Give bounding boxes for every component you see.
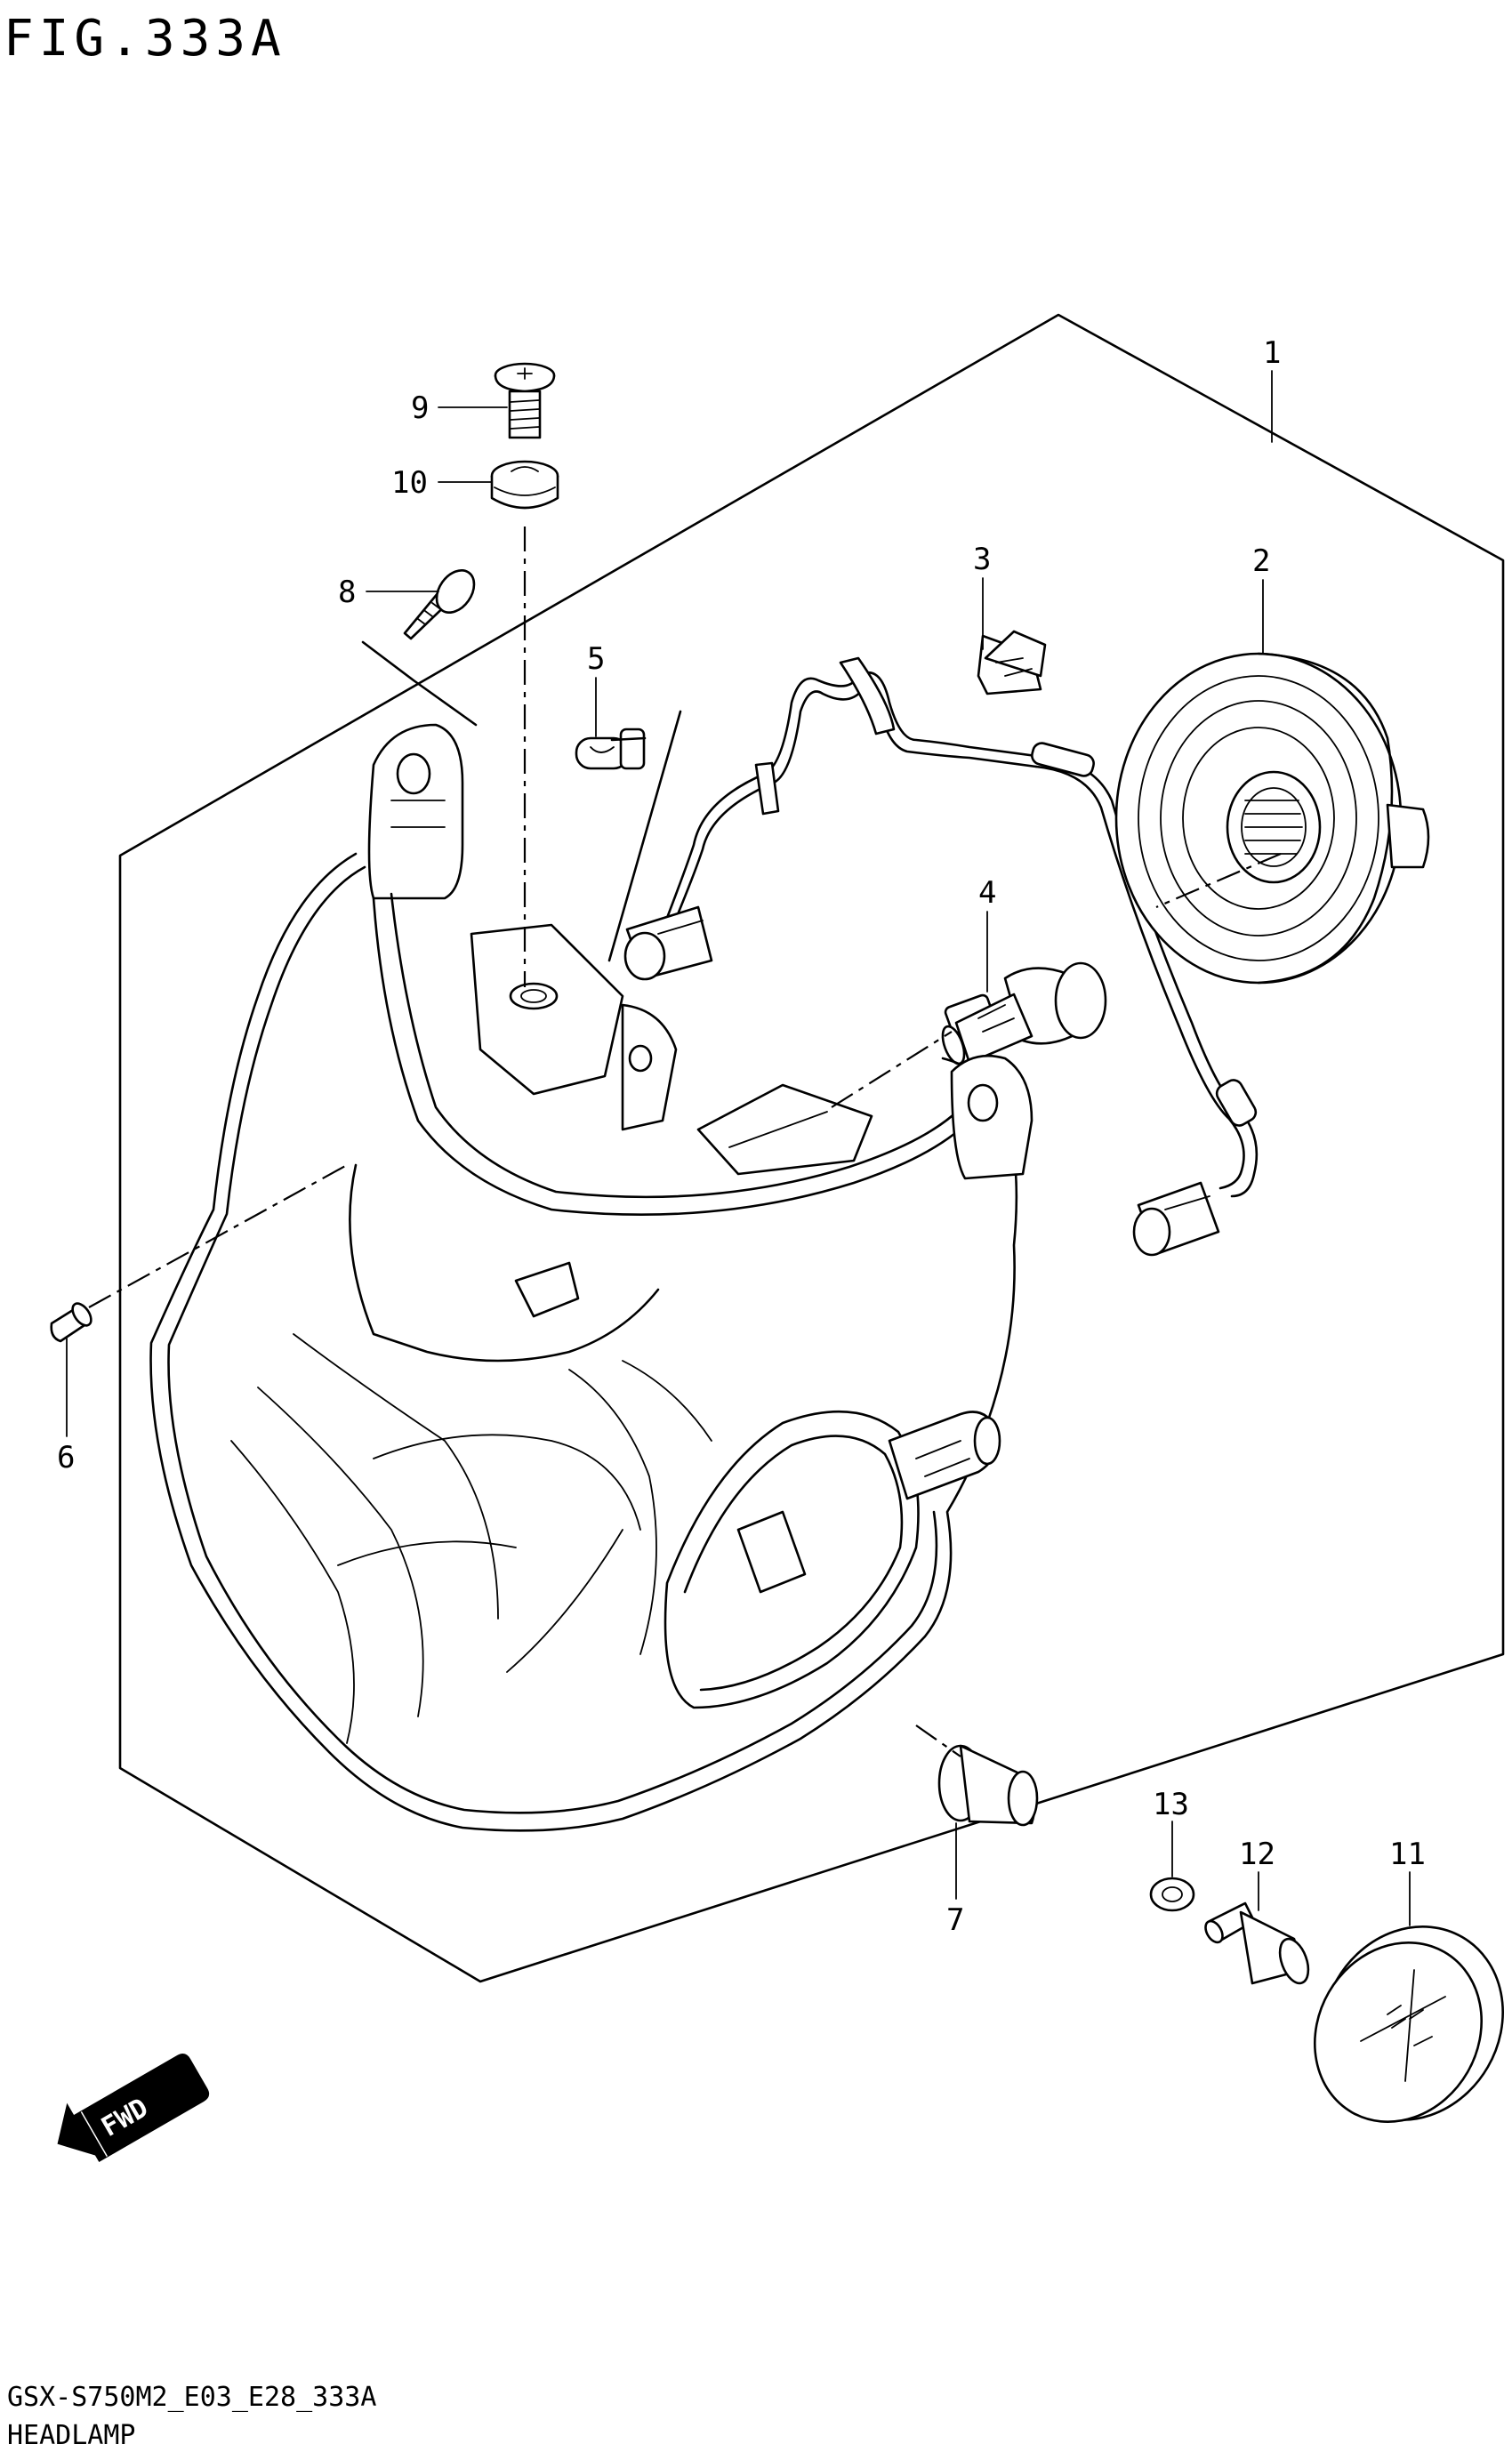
fwd-direction-badge: FWD — [57, 2054, 210, 2163]
callout-2: 2 — [1252, 543, 1270, 579]
callout-12: 12 — [1239, 1837, 1275, 1872]
figure-caption: HEADLAMP — [7, 2420, 136, 2451]
assembly-outline — [118, 313, 1505, 1983]
rubber-mount-7-icon — [937, 1744, 1039, 1827]
callout-1: 1 — [1263, 335, 1281, 371]
callout-9: 9 — [411, 390, 429, 426]
callout-5: 5 — [587, 641, 605, 677]
screw-8-icon — [403, 569, 476, 640]
bulb-6-icon — [50, 1302, 92, 1343]
callout-leaders — [66, 370, 1411, 1926]
headlamp-bulb-4-icon — [941, 961, 1107, 1065]
drawing-code: GSX-S750M2_E03_E28_333A — [7, 2382, 376, 2413]
callout-11: 11 — [1389, 1837, 1426, 1872]
position-bulb-5-icon — [575, 728, 646, 770]
callout-labels: 1 2 3 4 5 6 7 8 9 10 11 12 13 — [57, 335, 1426, 1938]
grommet-10-icon — [490, 460, 559, 510]
adjusting-screw-12-icon — [1204, 1901, 1310, 1985]
relation-lines — [88, 527, 1282, 1757]
bolt-9-icon — [494, 362, 556, 439]
washer-13-icon — [1149, 1877, 1195, 1912]
callout-3: 3 — [973, 542, 991, 577]
adjuster-cap-11-icon — [1314, 1925, 1504, 2123]
headlamp-housing-icon — [149, 723, 1033, 1832]
dust-cover-2-icon — [1114, 652, 1430, 985]
callout-13: 13 — [1153, 1787, 1189, 1822]
callout-6: 6 — [57, 1440, 75, 1475]
figure-title: FIG.333A — [4, 10, 286, 68]
wiring-harness-3-icon — [623, 630, 1259, 1257]
forward-arrow-icon — [57, 2054, 210, 2163]
callout-4: 4 — [978, 875, 996, 911]
callout-10: 10 — [391, 465, 428, 501]
callout-7: 7 — [946, 1902, 964, 1938]
callout-8: 8 — [338, 575, 356, 610]
